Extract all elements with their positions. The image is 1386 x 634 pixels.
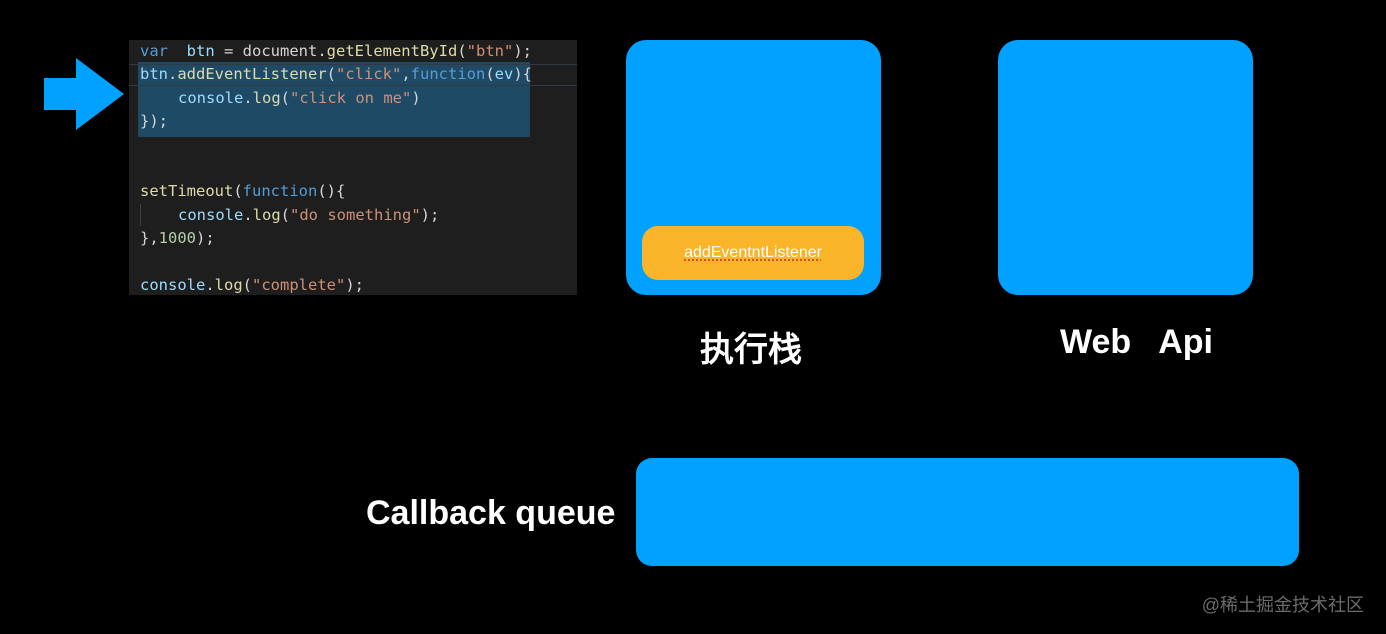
stack-item-label: addEventntListener [684, 244, 822, 261]
execution-stack-label: 执行栈 [700, 331, 802, 369]
code-token: }); [140, 112, 168, 131]
code-line: var btn = document.getElementById("btn")… [140, 40, 532, 62]
code-token: console [140, 276, 206, 294]
code-token: . [243, 205, 253, 224]
code-token: console [178, 88, 244, 107]
code-token: . [168, 65, 178, 84]
code-line: },1000); [140, 227, 215, 249]
code-token: "do something" [290, 205, 421, 224]
code-token: ev [494, 65, 514, 84]
code-token: function [410, 65, 486, 84]
code-line: console.log("click on me") [140, 86, 421, 109]
code-token: , [401, 65, 411, 84]
code-line: console.log("do something"); [140, 203, 440, 226]
code-token: "btn" [466, 42, 514, 60]
code-selection [138, 62, 530, 137]
code-token: "click" [336, 65, 402, 84]
code-token: btn [140, 65, 168, 84]
code-token: log [252, 88, 281, 107]
stack-item: addEventntListener [642, 226, 864, 280]
code-token: ( [242, 276, 253, 294]
code-token: getElementById [326, 42, 458, 60]
code-token: ) [411, 88, 421, 107]
code-token: console [178, 205, 244, 224]
code-token: ( [457, 42, 467, 60]
code-token: (){ [317, 182, 346, 201]
code-token: ){ [513, 65, 533, 84]
code-token: ); [513, 42, 532, 60]
code-token: setTimeout [140, 182, 234, 201]
code-token: 1000 [158, 229, 196, 248]
indent-guide [140, 203, 178, 226]
code-token: addEventListener [177, 65, 327, 84]
web-api-label: Web Api [1060, 323, 1213, 361]
indent-guide [140, 86, 178, 109]
code-line: setTimeout(function(){ [140, 180, 345, 202]
code-token: ( [280, 88, 291, 107]
code-token: btn [186, 42, 215, 60]
code-token: log [214, 276, 243, 294]
code-token: ( [233, 182, 243, 201]
code-token [168, 42, 187, 60]
watermark: @稀土掘金技术社区 [1201, 595, 1364, 615]
code-token: log [252, 205, 281, 224]
right-arrow-icon [44, 58, 124, 130]
code-line: console.log("complete"); [140, 274, 364, 295]
code-token: var [140, 42, 168, 60]
callback-queue-label: Callback queue [366, 494, 616, 532]
code-token: function [242, 182, 318, 201]
code-token: ); [196, 229, 215, 248]
code-token: ( [280, 205, 291, 224]
code-token: . [205, 276, 215, 294]
current-line [129, 64, 577, 86]
code-token: ( [485, 65, 495, 84]
web-api-box [998, 40, 1253, 295]
code-token: }, [140, 229, 159, 248]
code-token: . [243, 88, 253, 107]
callback-queue-box [636, 458, 1299, 566]
code-token: "click on me" [290, 88, 412, 107]
code-line: btn.addEventListener("click",function(ev… [140, 63, 532, 85]
code-line: }); [140, 110, 168, 132]
code-token: = document. [214, 42, 327, 60]
code-token: ); [345, 276, 365, 294]
code-token: "complete" [252, 276, 346, 294]
code-token: ( [326, 65, 336, 84]
code-editor: var btn = document.getElementById("btn")… [129, 40, 577, 295]
code-token: ); [420, 205, 440, 224]
